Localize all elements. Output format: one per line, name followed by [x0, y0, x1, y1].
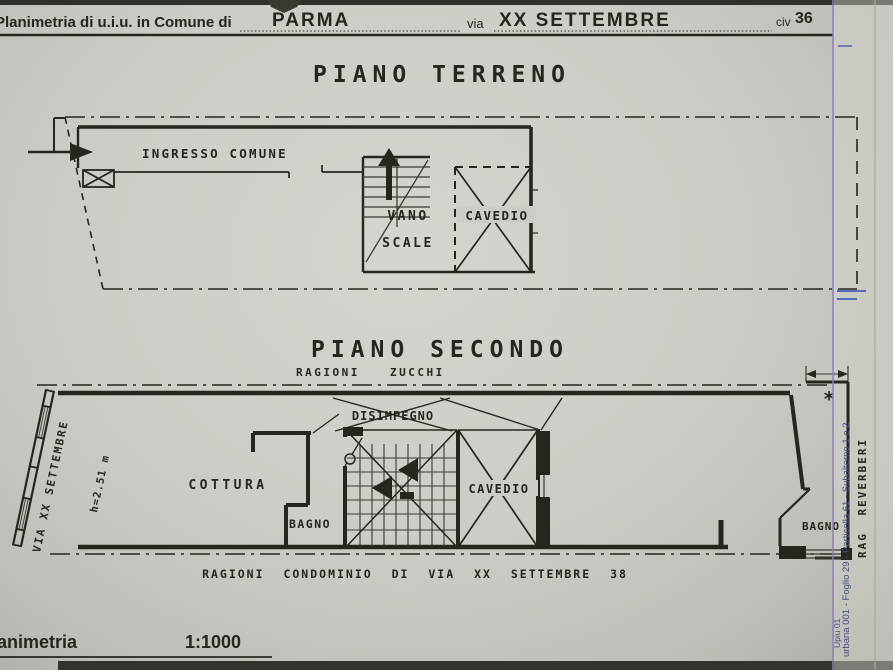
cavedio-label-sf: CAVEDIO: [468, 482, 529, 496]
photo-top-edge: [0, 0, 893, 5]
dimension-arrows: [805, 366, 849, 382]
via-label: via: [467, 16, 484, 31]
door-block: [779, 546, 806, 559]
surveyor-note: RAG REVERBERI: [856, 438, 869, 558]
sf-stair-treads: [347, 444, 456, 546]
door-leaf-lines: [806, 549, 841, 559]
bagno-left-label: BAGNO: [289, 517, 331, 531]
disimpegno-diagonals: [332, 397, 563, 432]
second-floor-title: PIANO SECONDO: [311, 337, 569, 363]
height-label: h=2.51 m: [88, 454, 112, 514]
zucchi-label: ZUCCHI: [390, 366, 445, 379]
sf-bagno-left-walls: [251, 413, 340, 547]
civ-label: civ: [776, 15, 791, 29]
vano-scale-label-1: VANO: [387, 209, 428, 224]
cadastral-note: urbana 001 - Foglio 29 - Particella 61 -…: [841, 423, 852, 657]
window-glass-lines: [18, 406, 49, 531]
second-floor-plan: PIANO SECONDO RAGIONI ZUCCHI: [11, 337, 852, 581]
scale-label: lanimetria: [0, 632, 78, 652]
gf-walls: [53, 117, 538, 274]
small-note: Upiu 01: [832, 618, 842, 648]
header-prefix: Planimetria di u.i.u. in Comune di: [0, 14, 232, 31]
stairs-up-arrow-icon: [386, 162, 392, 200]
sf-cavedio: CAVEDIO: [456, 429, 550, 547]
gf-cavedio: CAVEDIO: [454, 166, 537, 273]
footer: lanimetria 1:1000: [0, 632, 272, 658]
sf-window-wall: [11, 388, 55, 548]
ragioni-zucchi-label: RAGIONI: [296, 366, 360, 379]
window-x-symbol: [82, 169, 115, 188]
bagno-right-label: BAGNO: [802, 520, 840, 533]
sf-stairs: [343, 427, 457, 547]
right-margin: urbana 001 - Foglio 29 - Particella 61 -…: [832, 0, 876, 670]
cottura-label: COTTURA: [188, 478, 267, 493]
comune-value: PARMA: [272, 10, 350, 31]
disimpegno-label: DISIMPEGNO: [352, 409, 434, 423]
header: Planimetria di u.i.u. in Comune di PARMA…: [0, 10, 833, 37]
via-name-value: XX SETTEMBRE: [499, 10, 671, 31]
stair-direction-arrow: [372, 476, 392, 500]
sf-boundary: [37, 384, 832, 555]
gf-stairs: [361, 148, 430, 272]
door-jamb: [539, 431, 550, 475]
ground-floor-title: PIANO TERRENO: [313, 62, 571, 88]
entrance-arrow-icon: [28, 143, 93, 161]
sf-walls: [58, 390, 811, 550]
ingresso-comune-label: INGRESSO COMUNE: [142, 146, 288, 161]
vano-scale-label-2: SCALE: [382, 236, 434, 251]
scale-value: 1:1000: [185, 632, 241, 652]
sf-right-room: * BAGNO: [779, 366, 852, 560]
fixture-circle: [344, 453, 356, 465]
ground-floor-plan: PIANO TERRENO: [28, 62, 858, 292]
civ-number: 36: [795, 10, 813, 27]
photo-bottom-edge: [58, 661, 893, 670]
blue-marks: [837, 45, 866, 300]
gf-boundary: [64, 116, 858, 292]
bottom-caption: RAGIONI CONDOMINIO DI VIA XX SETTEMBRE 3…: [202, 567, 628, 581]
cavedio-label-gf: CAVEDIO: [465, 208, 528, 223]
door-jamb: [539, 497, 550, 547]
gf-corridor-line: [114, 165, 363, 178]
stamp-fragment: [268, 0, 302, 13]
asterisk-mark: *: [823, 387, 835, 411]
